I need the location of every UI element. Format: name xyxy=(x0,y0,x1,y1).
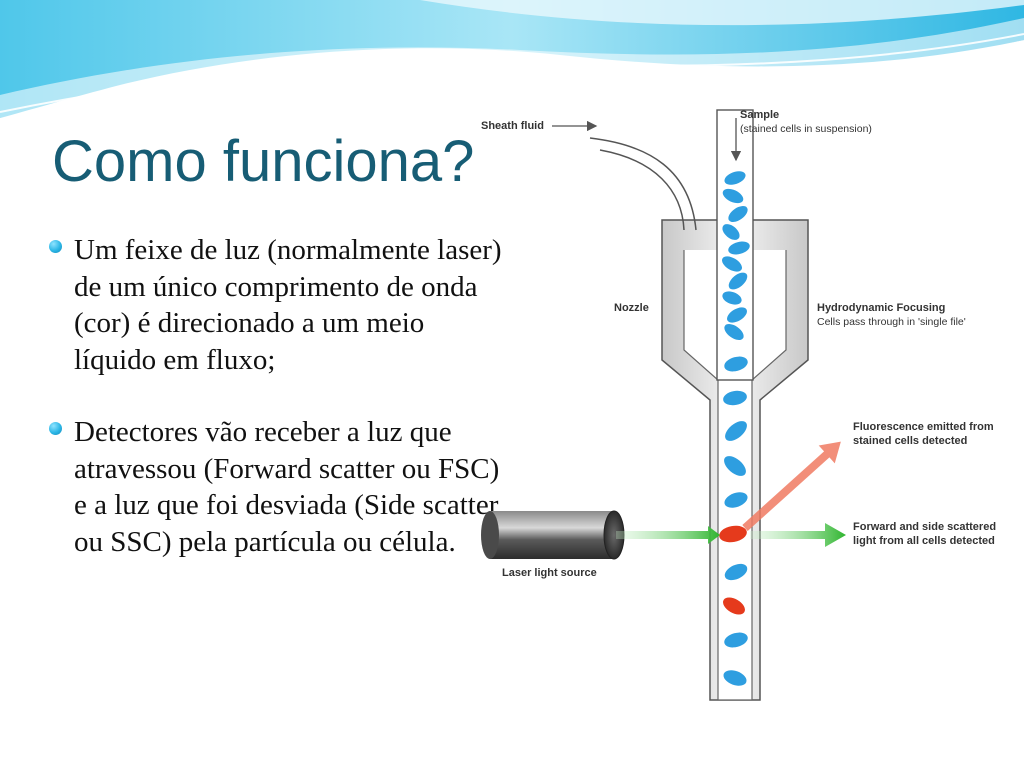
laser-beam xyxy=(616,526,720,544)
label-scatter-line2: light from all cells detected xyxy=(853,535,995,547)
label-fluorescence-line2: stained cells detected xyxy=(853,435,967,447)
bullet-item: Um feixe de luz (normalmente laser) de u… xyxy=(44,232,504,378)
label-sample: Sample xyxy=(740,109,779,121)
excited-cell xyxy=(719,525,747,543)
bullet-list: Um feixe de luz (normalmente laser) de u… xyxy=(44,232,504,560)
label-hydrodynamic-focusing: Hydrodynamic Focusing xyxy=(817,302,945,314)
bullet-item: Detectores vão receber a luz que atraves… xyxy=(44,414,504,560)
label-laser-source: Laser light source xyxy=(502,567,597,579)
fluorescence-arrow xyxy=(742,441,841,531)
header-wave-decoration xyxy=(0,0,1024,118)
bullet-dot-icon xyxy=(49,240,62,253)
single-file-cells xyxy=(719,356,748,686)
label-scatter-line1: Forward and side scattered xyxy=(853,521,996,533)
bullet-text: Um feixe de luz (normalmente laser) de u… xyxy=(74,234,502,376)
cells-in-suspension xyxy=(722,171,750,340)
label-nozzle: Nozzle xyxy=(614,302,649,314)
slide-title: Como funciona? xyxy=(52,129,475,194)
bullet-dot-icon xyxy=(49,422,62,435)
laser-source xyxy=(481,510,625,560)
bullet-text: Detectores vão receber a luz que atraves… xyxy=(74,416,500,558)
forward-scatter-arrow xyxy=(750,523,846,547)
label-sample-note: (stained cells in suspension) xyxy=(740,123,872,135)
label-sheath-fluid: Sheath fluid xyxy=(481,120,544,132)
label-fluorescence-line1: Fluorescence emitted from xyxy=(853,421,994,433)
label-hydrodynamic-note: Cells pass through in 'single file' xyxy=(817,316,966,328)
